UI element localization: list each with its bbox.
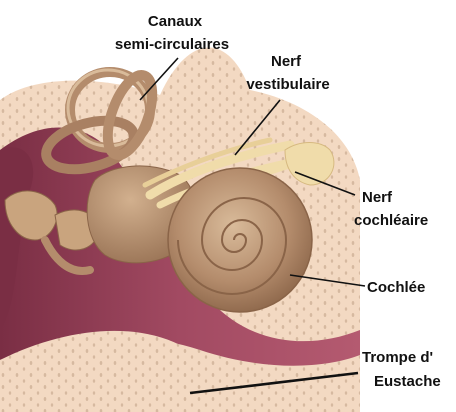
label-nerf-vestibulaire-line2: vestibulaire	[246, 76, 329, 93]
label-canaux-line2: semi-circulaires	[115, 36, 229, 53]
cochlea	[168, 168, 312, 312]
label-nerf-cochleaire-line2: cochléaire	[354, 212, 428, 229]
label-cochlee: Cochlée	[367, 279, 425, 296]
label-canaux-line1: Canaux	[148, 13, 203, 30]
label-trompe-line1: Trompe d'	[362, 349, 433, 366]
label-nerf-cochleaire-line1: Nerf	[362, 189, 393, 206]
label-nerf-vestibulaire-line1: Nerf	[271, 53, 302, 70]
label-trompe-line2: Eustache	[374, 373, 441, 390]
